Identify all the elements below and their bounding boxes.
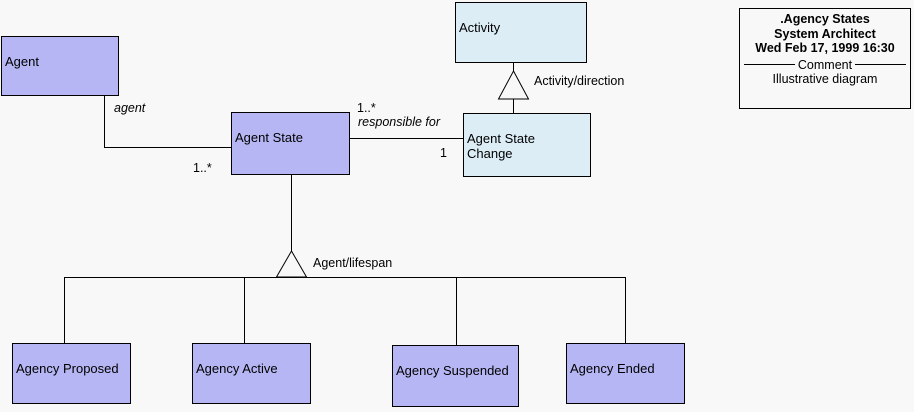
class-box-agency-proposed[interactable]: Agency Proposed	[12, 343, 131, 404]
edge-label-association-source-multiplicity: 1..*	[357, 101, 376, 115]
connector-activity-generalization	[497, 63, 530, 113]
comment-text: Illustrative diagram	[772, 71, 878, 86]
edge-label-agent-multiplicity: 1..*	[193, 161, 212, 175]
edge-label-activity-direction: Activity/direction	[534, 74, 625, 88]
class-box-agent-state-change[interactable]: Agent State Change	[463, 113, 591, 177]
class-name-activity: Activity	[459, 20, 501, 35]
class-box-activity[interactable]: Activity	[455, 2, 587, 63]
class-name-agency-proposed: Agency Proposed	[16, 361, 119, 376]
divider-rule-right	[855, 64, 906, 65]
edge-label-association-name: responsible for	[358, 115, 440, 129]
class-box-agency-ended[interactable]: Agency Ended	[566, 343, 685, 404]
divider-rule-left	[744, 64, 795, 65]
class-name-agency-suspended: Agency Suspended	[396, 363, 509, 378]
class-name-agent-state-change: Agent State Change	[467, 131, 535, 161]
class-name-agent-state: Agent State	[235, 130, 303, 145]
title-diagram-name: .Agency States	[780, 12, 870, 26]
diagram-title-block: .Agency States System Architect Wed Feb …	[739, 8, 911, 109]
generalization-triangle-lifespan	[275, 249, 308, 278]
class-box-agency-active[interactable]: Agency Active	[192, 343, 311, 404]
class-box-agency-suspended[interactable]: Agency Suspended	[392, 345, 519, 407]
class-box-agent[interactable]: Agent	[1, 36, 119, 96]
comment-divider: Comment	[744, 58, 906, 72]
class-name-agency-ended: Agency Ended	[570, 361, 655, 376]
title-tool-name: System Architect	[774, 26, 876, 41]
generalization-triangle-activity	[497, 69, 530, 100]
edge-label-agent-lifespan: Agent/lifespan	[313, 256, 393, 270]
class-name-agency-active: Agency Active	[196, 361, 278, 376]
title-timestamp: Wed Feb 17, 1999 16:30	[755, 41, 895, 55]
edge-label-agent-role: agent	[114, 101, 146, 115]
class-box-agent-state[interactable]: Agent State	[231, 112, 350, 175]
comment-divider-caption: Comment	[797, 57, 853, 72]
class-name-agent: Agent	[5, 54, 39, 69]
edge-label-association-target-multiplicity: 1	[440, 146, 447, 160]
